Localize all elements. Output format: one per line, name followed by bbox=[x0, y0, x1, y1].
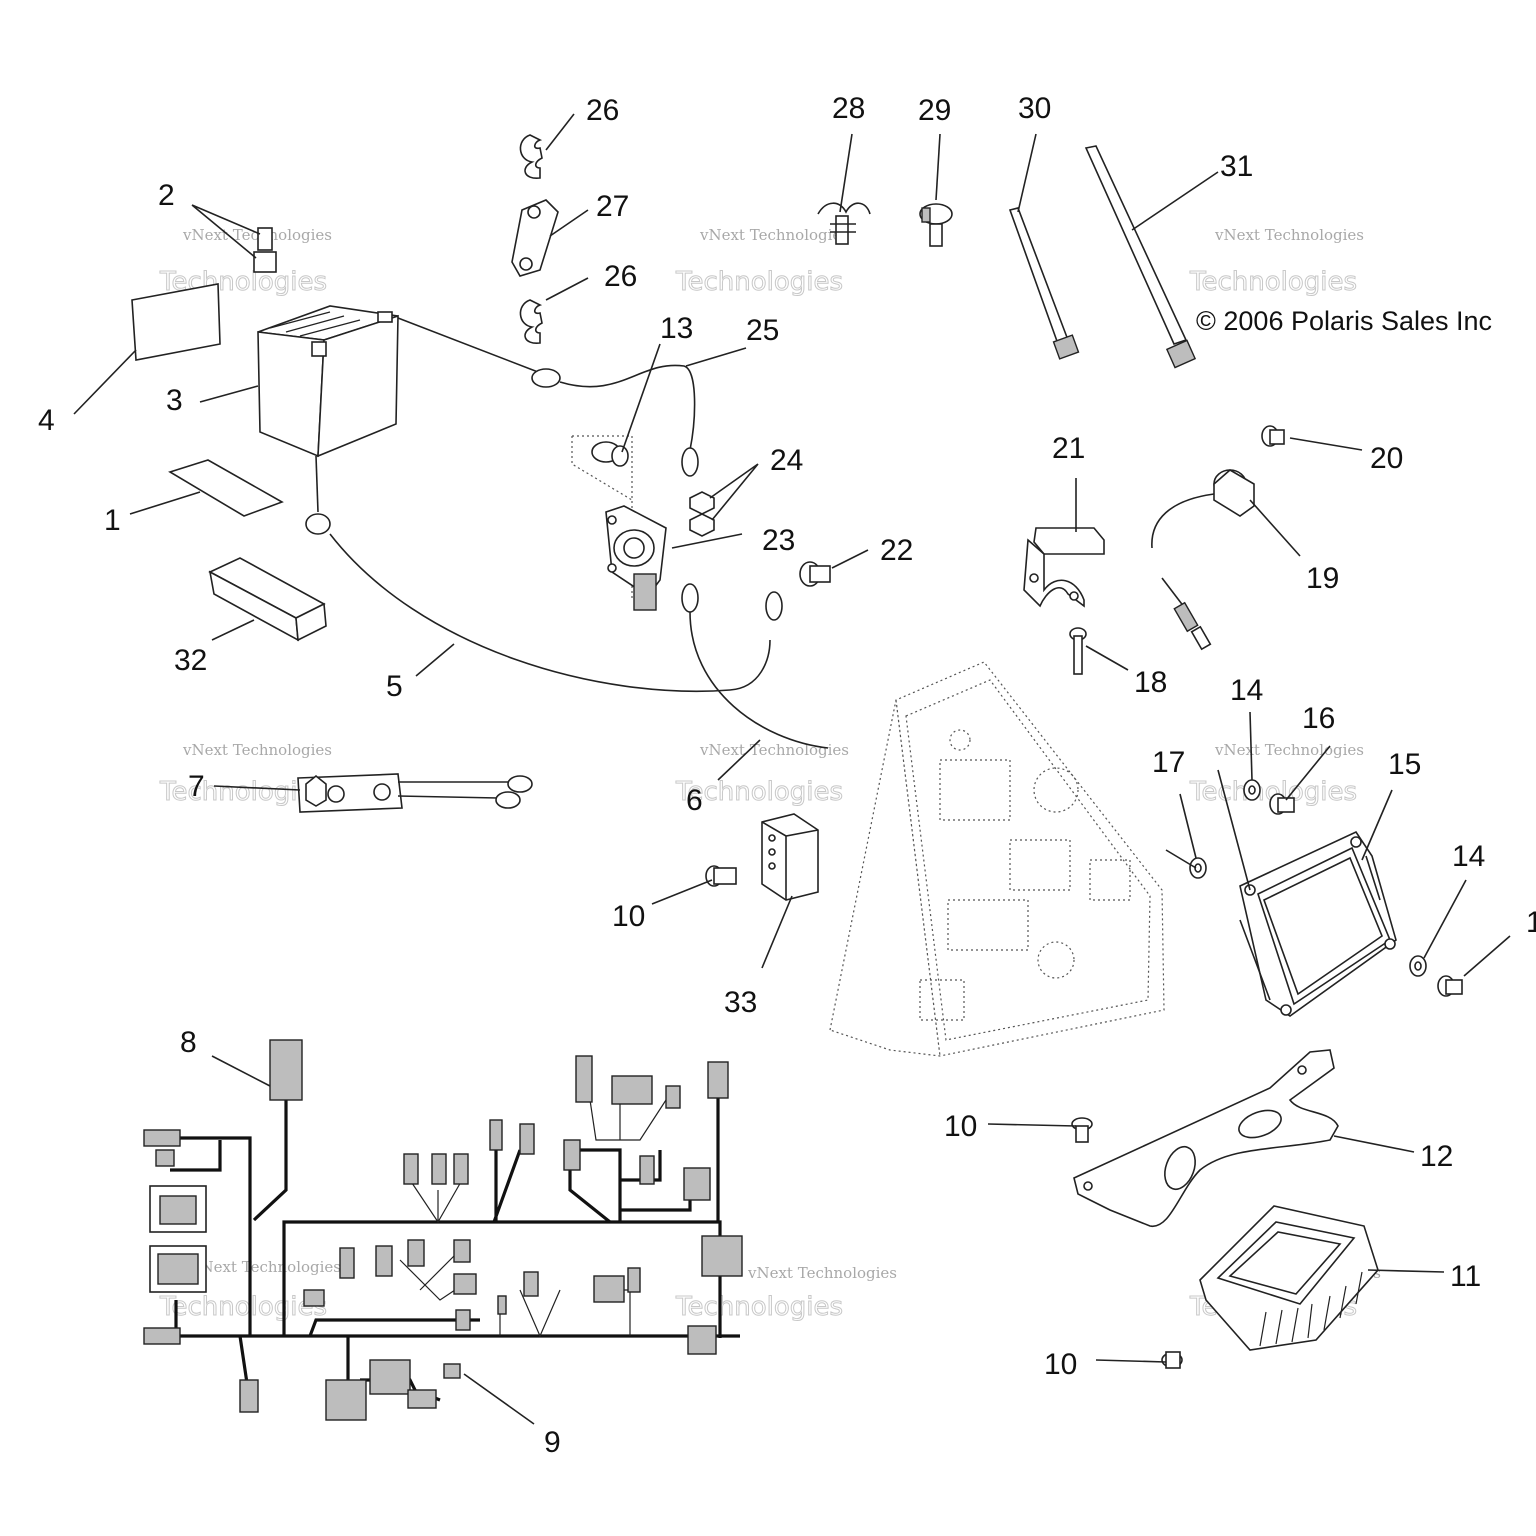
callout-27: 27 bbox=[596, 190, 629, 223]
rivet-part bbox=[1069, 627, 1087, 675]
callout-26: 26 bbox=[604, 260, 637, 293]
warning-label-part bbox=[168, 459, 284, 517]
callout-24: 24 bbox=[770, 444, 803, 477]
svg-text:Technologies: Technologies bbox=[675, 777, 843, 807]
callout-18: 18 bbox=[1134, 666, 1167, 699]
screw-part bbox=[1161, 1351, 1183, 1369]
svg-text:Technologies: Technologies bbox=[159, 1292, 327, 1322]
leader-lines bbox=[73, 113, 1511, 1425]
hold-down-bolt-part bbox=[253, 227, 277, 273]
ground-cable-part bbox=[297, 773, 533, 813]
bolt-part bbox=[799, 561, 831, 587]
callout-9: 9 bbox=[544, 1426, 561, 1459]
relay-module-part bbox=[761, 813, 819, 901]
screw-part bbox=[1437, 975, 1463, 997]
mounting-bracket-part bbox=[1023, 527, 1105, 608]
screw-part bbox=[1261, 425, 1285, 447]
svg-text:Technologies: Technologies bbox=[675, 1292, 843, 1322]
callout-12: 12 bbox=[1420, 1140, 1453, 1173]
battery-part bbox=[257, 305, 399, 458]
watermark: vNext Technologies Technologies bbox=[1189, 226, 1365, 298]
watermark: vNext Technologies Technologies bbox=[675, 1264, 898, 1323]
callout-22: 22 bbox=[880, 534, 913, 567]
retainer-clip-part bbox=[519, 299, 543, 344]
watermark: vNext Technologies Technologies bbox=[675, 226, 850, 298]
svg-text:vNext Technologies: vNext Technologies bbox=[1214, 741, 1364, 759]
wire-clip-part bbox=[919, 203, 953, 247]
link-strap-part bbox=[511, 199, 559, 277]
callout-13: 13 bbox=[660, 312, 693, 345]
callout-31: 31 bbox=[1220, 150, 1253, 183]
washer-part bbox=[1409, 955, 1427, 977]
callout-17: 17 bbox=[1152, 746, 1185, 779]
watermark: vNext Technologies Technologies bbox=[159, 226, 333, 298]
callout-labels: 2 3 4 1 32 5 7 26 27 26 28 29 30 31 13 2… bbox=[38, 92, 1536, 1459]
battery-cables bbox=[305, 317, 829, 749]
callout-30: 30 bbox=[1018, 92, 1051, 125]
callout-10: 10 bbox=[612, 900, 645, 933]
cable-tie-short-part bbox=[1008, 207, 1080, 360]
callout-15: 15 bbox=[1388, 748, 1421, 781]
push-rivet-part bbox=[817, 202, 871, 245]
callout-8: 8 bbox=[180, 1026, 197, 1059]
callout-21: 21 bbox=[1052, 432, 1085, 465]
callout-3: 3 bbox=[166, 384, 183, 417]
screw-part bbox=[1071, 1117, 1093, 1143]
svg-text:vNext Technologies: vNext Technologies bbox=[182, 226, 332, 244]
callout-26: 26 bbox=[586, 94, 619, 127]
callout-16: 16 bbox=[1302, 702, 1335, 735]
callout-10: 10 bbox=[944, 1110, 977, 1143]
ecu-module-part bbox=[1239, 830, 1397, 1017]
callout-14: 14 bbox=[1452, 840, 1485, 873]
starter-solenoid-part bbox=[571, 435, 667, 611]
copyright-notice: © 2006 Polaris Sales Inc bbox=[1196, 306, 1492, 336]
svg-text:vNext Technologies: vNext Technologies bbox=[182, 741, 332, 759]
control-module-part bbox=[1199, 1205, 1379, 1351]
watermark: vNext Technologies Technologies bbox=[159, 1258, 342, 1323]
screw-part bbox=[1269, 793, 1295, 815]
callout-33: 33 bbox=[724, 986, 757, 1019]
callout-1: 1 bbox=[104, 504, 121, 537]
callout-7: 7 bbox=[188, 770, 205, 803]
svg-text:vNext Technologies: vNext Technologies bbox=[747, 1264, 897, 1282]
washer-part bbox=[1189, 857, 1207, 879]
cable-tie-long-part bbox=[1084, 145, 1197, 369]
callout-1-cropped: 1 bbox=[1526, 906, 1536, 939]
callout-25: 25 bbox=[746, 314, 779, 347]
callout-2: 2 bbox=[158, 179, 175, 212]
callout-14: 14 bbox=[1230, 674, 1263, 707]
washer-part bbox=[1243, 779, 1261, 801]
svg-text:Technologies: Technologies bbox=[675, 267, 843, 297]
retainer-clip-part bbox=[519, 134, 543, 179]
callout-19: 19 bbox=[1306, 562, 1339, 595]
terminal-bolt-part bbox=[591, 441, 629, 467]
screw-part bbox=[705, 865, 737, 887]
callout-23: 23 bbox=[762, 524, 795, 557]
callout-28: 28 bbox=[832, 92, 865, 125]
callout-20: 20 bbox=[1370, 442, 1403, 475]
callout-10: 10 bbox=[1044, 1348, 1077, 1381]
svg-text:Technologies: Technologies bbox=[1189, 267, 1357, 297]
mounting-panel-part bbox=[829, 661, 1165, 1057]
terminal-nut-part bbox=[689, 491, 715, 537]
svg-text:vNext Technologies: vNext Technologies bbox=[1214, 226, 1364, 244]
callout-11: 11 bbox=[1450, 1260, 1481, 1293]
callout-4: 4 bbox=[38, 404, 55, 437]
svg-text:vNext Technologies: vNext Technologies bbox=[191, 1258, 341, 1276]
battery-pad-part bbox=[208, 557, 327, 642]
label-decal-part bbox=[131, 283, 221, 361]
callout-6: 6 bbox=[686, 784, 703, 817]
wiring-harness-part bbox=[143, 1039, 743, 1421]
callout-32: 32 bbox=[174, 644, 207, 677]
sensor-part bbox=[1151, 469, 1255, 651]
callout-29: 29 bbox=[918, 94, 951, 127]
svg-text:vNext Technologies: vNext Technologies bbox=[699, 741, 849, 759]
mounting-plate-part bbox=[1073, 1049, 1339, 1227]
svg-text:vNext Technologies: vNext Technologies bbox=[699, 226, 849, 244]
callout-5: 5 bbox=[386, 670, 403, 703]
